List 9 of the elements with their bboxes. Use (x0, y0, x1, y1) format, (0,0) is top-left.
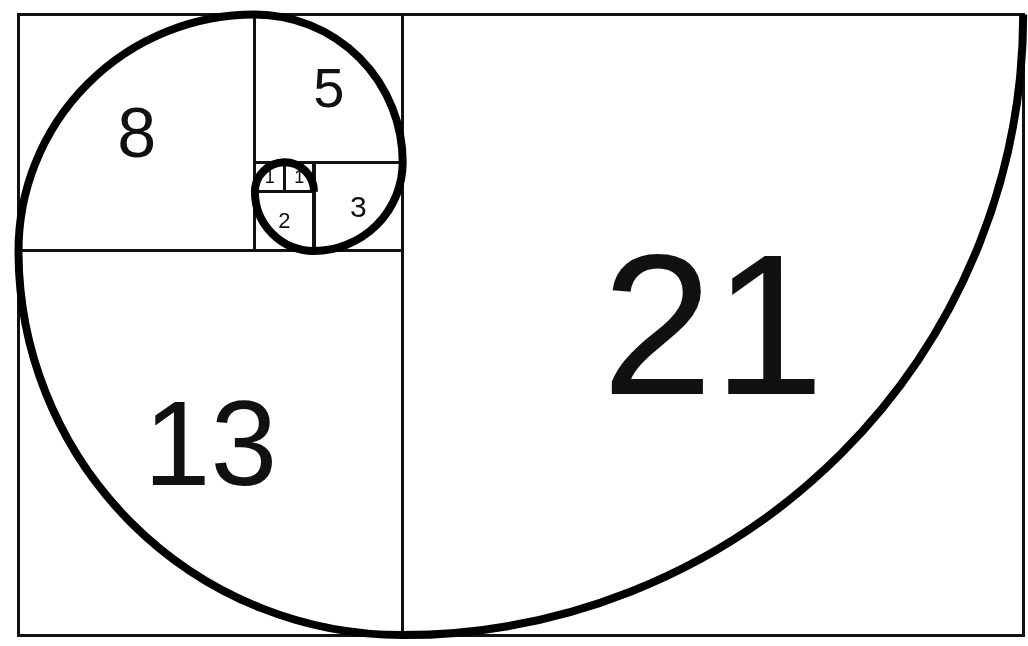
number-label: 3 (349, 191, 367, 222)
number-label: 5 (313, 60, 345, 117)
number-label: 2 (278, 210, 291, 233)
number-label: 13 (143, 382, 278, 503)
number-label: 8 (117, 97, 157, 168)
number-label: 1 (264, 168, 275, 186)
number-label: 1 (294, 168, 305, 186)
number-label: 21 (601, 224, 825, 425)
square (401, 13, 1025, 637)
